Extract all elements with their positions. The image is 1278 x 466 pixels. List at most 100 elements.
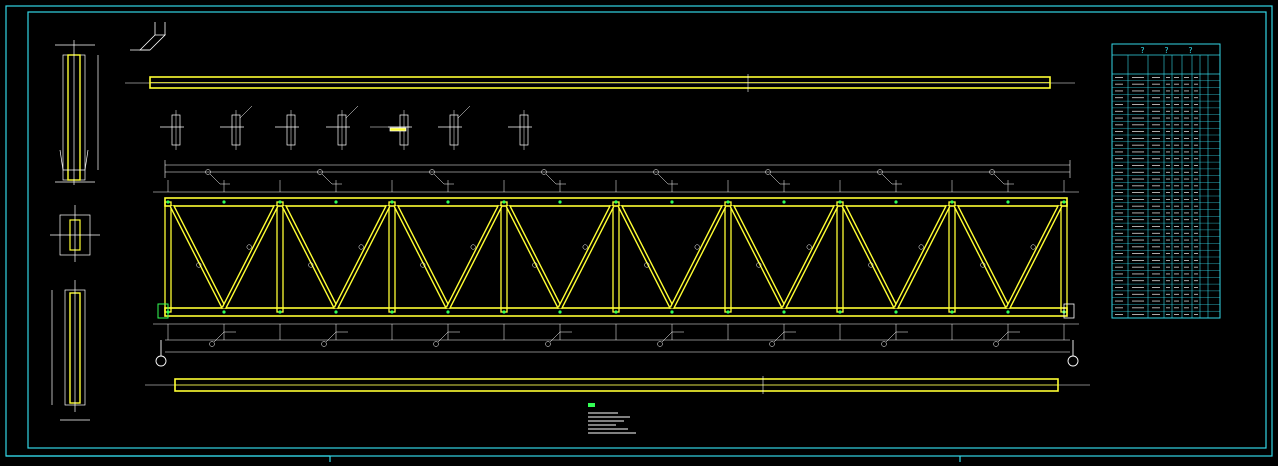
top-node — [558, 200, 562, 204]
callout-leader — [657, 173, 678, 185]
member-mark — [196, 262, 202, 268]
top-node — [614, 200, 618, 204]
truss-diagonal-inner — [955, 205, 1009, 309]
member-mark — [756, 262, 762, 268]
truss-diagonal-inner — [223, 205, 277, 309]
callout-leader — [769, 173, 790, 185]
truss-diagonal-inner — [671, 205, 725, 309]
drawing-border — [5, 5, 1273, 462]
detail-leader — [239, 105, 253, 119]
callout-leader — [881, 173, 902, 185]
truss-diagonal-pair — [729, 204, 839, 310]
bottom-node — [726, 310, 730, 314]
top-node — [838, 200, 842, 204]
member-mark — [308, 262, 314, 268]
bottom-node — [670, 310, 674, 314]
callout-bubble — [545, 341, 551, 347]
truss-diagonal-pair — [505, 204, 615, 310]
table-border — [1111, 43, 1221, 319]
section-detail — [275, 110, 299, 150]
bottom-node — [950, 310, 954, 314]
callout-leader — [325, 331, 348, 343]
callout-leader — [993, 173, 1014, 185]
member-mark — [868, 262, 874, 268]
truss-diagonal-inner — [171, 205, 225, 309]
table-header-cell: ? — [1164, 46, 1169, 55]
bottom-node — [502, 310, 506, 314]
callout-bubble — [433, 341, 439, 347]
callout-leader — [885, 331, 908, 343]
bottom-chord-plan-view — [145, 376, 1090, 394]
top-node — [334, 200, 338, 204]
top-node — [782, 200, 786, 204]
bottom-node — [838, 310, 842, 314]
callout-leader — [549, 331, 572, 343]
top-node — [446, 200, 450, 204]
member-mark — [532, 262, 538, 268]
callout-leader — [997, 331, 1020, 343]
member-mark — [470, 244, 476, 250]
callout-leader — [433, 173, 454, 185]
truss-vertical — [388, 201, 396, 313]
truss-diagonal-inner — [507, 205, 561, 309]
section-detail — [508, 110, 532, 150]
table-header-cell: ? — [1188, 46, 1193, 55]
bottom-node — [558, 310, 562, 314]
callout-leader — [545, 173, 566, 185]
bottom-node — [222, 310, 226, 314]
truss-diagonal-inner — [1007, 205, 1061, 309]
top-node — [502, 200, 506, 204]
bottom-node — [390, 310, 394, 314]
member-mark — [644, 262, 650, 268]
top-node — [1006, 200, 1010, 204]
left-bearing-plate — [157, 303, 169, 319]
callout-bubble — [209, 341, 215, 347]
detail-leader — [457, 105, 471, 119]
bottom-node — [782, 310, 786, 314]
gusset-detail — [389, 127, 407, 132]
truss-diagonal-inner — [335, 205, 389, 309]
top-node — [390, 200, 394, 204]
truss-diagonal-inner — [843, 205, 897, 309]
truss-vertical — [500, 201, 508, 313]
general-notes — [588, 403, 636, 434]
right-bearing-plate — [1063, 303, 1075, 319]
truss-diagonal-pair — [953, 204, 1063, 310]
callout-leader — [437, 331, 460, 343]
truss-diagonal-pair — [169, 204, 279, 310]
truss-diagonal-inner — [783, 205, 837, 309]
callout-leader — [209, 173, 230, 185]
truss-diagonal-inner — [895, 205, 949, 309]
detail-leader — [345, 105, 359, 119]
callout-bubble — [769, 341, 775, 347]
member-mark — [582, 244, 588, 250]
member-mark — [918, 244, 924, 250]
left-column-elevation — [55, 40, 99, 185]
callout-leader — [213, 331, 236, 343]
bottom-node — [278, 310, 282, 314]
truss-diagonal-inner — [395, 205, 449, 309]
truss-diagonal-inner — [619, 205, 673, 309]
truss-vertical — [612, 201, 620, 313]
callout-bubble — [657, 341, 663, 347]
member-mark — [694, 244, 700, 250]
dimension-lines — [164, 160, 1071, 353]
member-mark — [246, 244, 252, 250]
truss-diagonal-inner — [283, 205, 337, 309]
support-left — [155, 340, 167, 367]
callout-bubble — [321, 341, 327, 347]
member-mark — [358, 244, 364, 250]
top-node — [1062, 200, 1066, 204]
section-detail — [326, 105, 359, 150]
truss-diagonal-pair — [841, 204, 951, 310]
top-node — [278, 200, 282, 204]
truss-elevation — [153, 169, 1079, 347]
bottom-node — [894, 310, 898, 314]
bottom-node — [1006, 310, 1010, 314]
bottom-node — [334, 310, 338, 314]
truss-vertical — [724, 201, 732, 313]
top-node — [950, 200, 954, 204]
truss-diagonal-inner — [447, 205, 501, 309]
top-node — [894, 200, 898, 204]
